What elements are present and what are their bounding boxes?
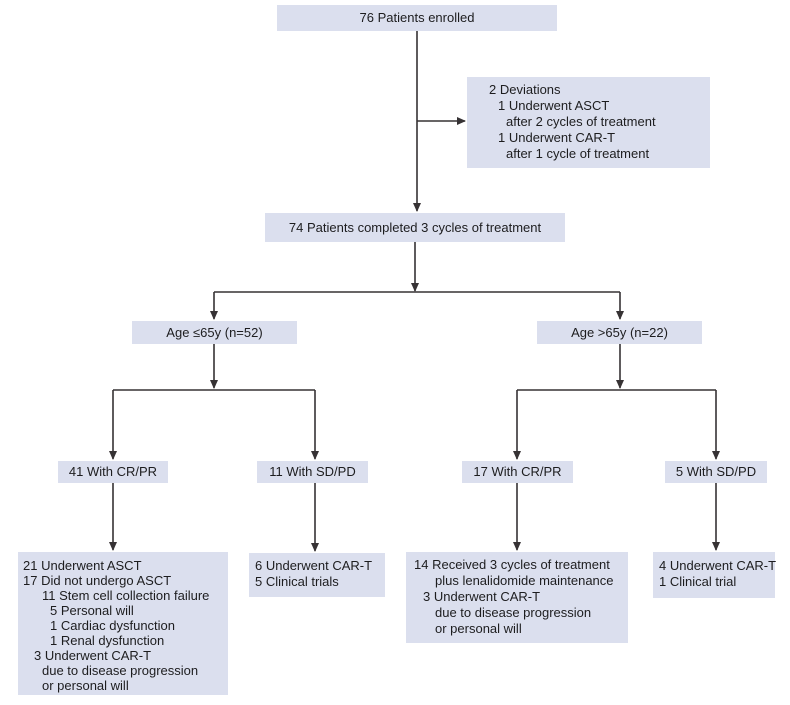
text-line: 1 Underwent ASCT (498, 98, 610, 113)
node-enrolled: 76 Patients enrolled (277, 5, 557, 31)
node-crpr-gt65: 17 With CR/PR (462, 461, 573, 483)
text-line: plus lenalidomide maintenance (435, 573, 614, 588)
text-line: 5 Personal will (50, 603, 134, 618)
text-line: 11 Stem cell collection failure (42, 588, 210, 603)
text-line: 4 Underwent CAR-T (659, 558, 777, 573)
text-line: 3 Underwent CAR-T (34, 648, 152, 663)
node-crpr-le65: 41 With CR/PR (58, 461, 168, 483)
text-line: after 1 cycle of treatment (506, 146, 650, 161)
text-line: 1 Renal dysfunction (50, 633, 165, 648)
node-completed: 74 Patients completed 3 cycles of treatm… (265, 213, 565, 242)
node-sdpd-gt65: 5 With SD/PD (665, 461, 767, 483)
node-age-gt65: Age >65y (n=22) (537, 321, 702, 344)
node-sdpd-le65: 11 With SD/PD (257, 461, 368, 483)
text-line: 17 Did not undergo ASCT (23, 573, 172, 588)
node-age-le65: Age ≤65y (n=52) (132, 321, 297, 344)
text-line: 5 Clinical trials (255, 574, 339, 589)
text-line: 21 Underwent ASCT (23, 558, 142, 573)
text-line: 14 Received 3 cycles of treatment (414, 557, 610, 572)
text-line: or personal will (435, 621, 522, 636)
text-line: 1 Clinical trial (659, 574, 737, 589)
text-line: 1 Underwent CAR-T (498, 130, 616, 145)
text-line: or personal will (42, 678, 129, 693)
text-line: 6 Underwent CAR-T (255, 558, 373, 573)
text-line: due to disease progression (42, 663, 199, 678)
text-line: 3 Underwent CAR-T (423, 589, 541, 604)
text-line: after 2 cycles of treatment (506, 114, 656, 129)
text-line: due to disease progression (435, 605, 592, 620)
text-line: 2 Deviations (489, 82, 561, 97)
text-line: 1 Cardiac dysfunction (50, 618, 176, 633)
